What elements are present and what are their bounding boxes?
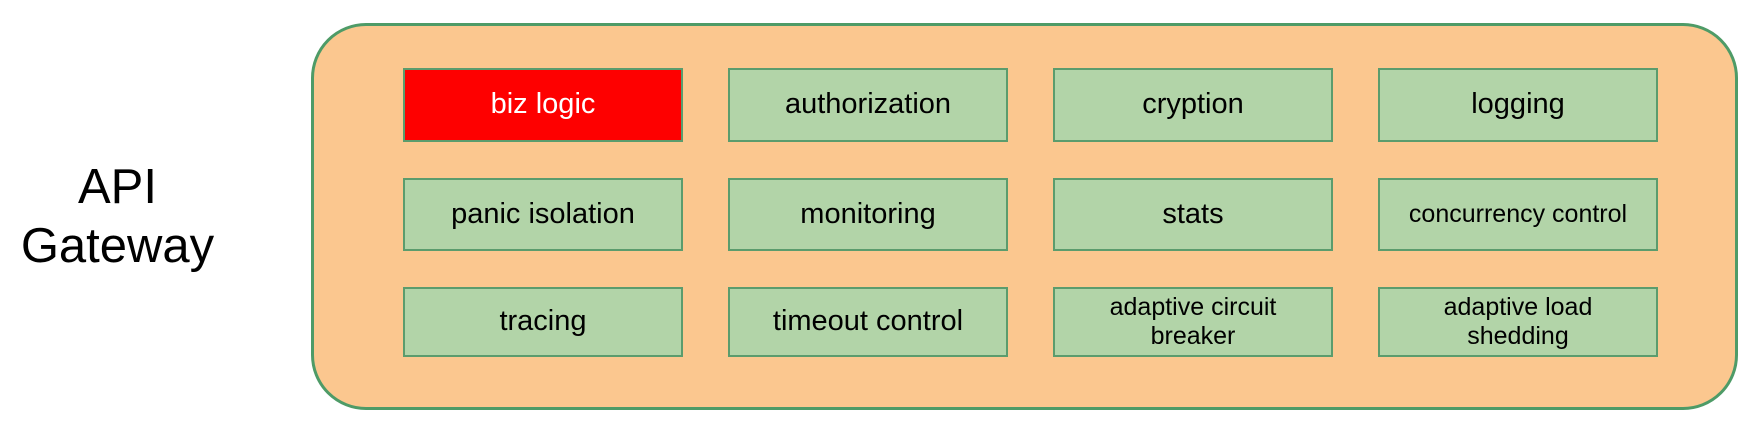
module-authorization: authorization <box>728 68 1008 142</box>
gateway-container: biz logic authorization cryption logging… <box>311 23 1738 410</box>
module-stats: stats <box>1053 178 1333 251</box>
module-adaptive-load-shedding: adaptive load shedding <box>1378 287 1658 357</box>
module-panic-isolation: panic isolation <box>403 178 683 251</box>
module-biz-logic: biz logic <box>403 68 683 142</box>
module-timeout-control: timeout control <box>728 287 1008 357</box>
api-gateway-label: API Gateway <box>20 160 215 273</box>
module-monitoring: monitoring <box>728 178 1008 251</box>
module-adaptive-circuit-breaker: adaptive circuit breaker <box>1053 287 1333 357</box>
modules-grid: biz logic authorization cryption logging… <box>403 68 1658 357</box>
module-cryption: cryption <box>1053 68 1333 142</box>
module-tracing: tracing <box>403 287 683 357</box>
module-logging: logging <box>1378 68 1658 142</box>
module-concurrency-control: concurrency control <box>1378 178 1658 251</box>
